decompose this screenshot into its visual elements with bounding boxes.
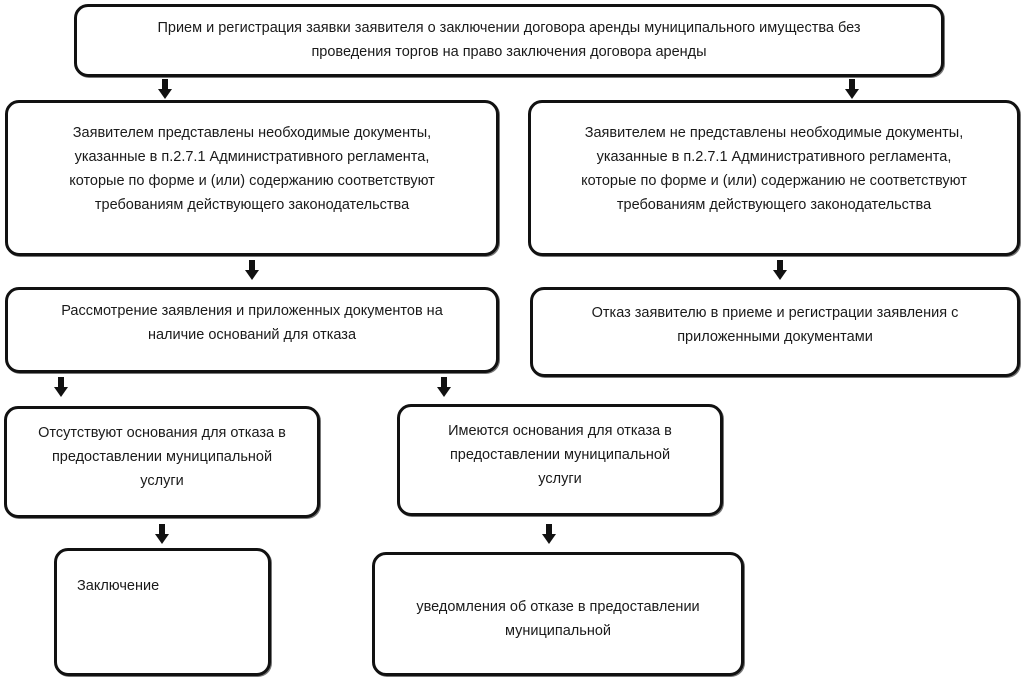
arrow-top-to-left bbox=[158, 79, 172, 99]
left-condition-text: Заявителем представлены необходимые доку… bbox=[69, 125, 435, 213]
grounds-box: Имеются основания для отказа в предостав… bbox=[397, 404, 723, 516]
no-grounds-box: Отсутствуют основания для отказа в предо… bbox=[4, 406, 320, 518]
conclusion-text: Заключение bbox=[77, 578, 160, 594]
review-box: Рассмотрение заявления и приложенных док… bbox=[5, 287, 499, 373]
arrow-review-to-grounds bbox=[437, 377, 451, 397]
arrow-grounds-to-notice bbox=[542, 524, 556, 544]
refusal-text: Отказ заявителю в приеме и регистрации з… bbox=[591, 305, 959, 345]
notice-box: уведомления об отказе в предоставлении м… bbox=[372, 552, 744, 676]
arrow-no-grounds-to-conclusion bbox=[155, 524, 169, 544]
top-box-text: Прием и регистрация заявки заявителя о з… bbox=[157, 20, 861, 60]
arrow-review-to-no-grounds bbox=[54, 377, 68, 397]
refusal-box: Отказ заявителю в приеме и регистрации з… bbox=[530, 287, 1020, 377]
conclusion-box: Заключение bbox=[54, 548, 271, 676]
arrow-left-condition-to-review bbox=[245, 260, 259, 280]
review-text: Рассмотрение заявления и приложенных док… bbox=[61, 303, 443, 343]
notice-text: уведомления об отказе в предоставлении м… bbox=[416, 599, 700, 639]
arrow-right-condition-to-refusal bbox=[773, 260, 787, 280]
no-grounds-text: Отсутствуют основания для отказа в предо… bbox=[38, 425, 286, 489]
left-condition-box: Заявителем представлены необходимые доку… bbox=[5, 100, 499, 256]
arrow-top-to-right bbox=[845, 79, 859, 99]
grounds-text: Имеются основания для отказа в предостав… bbox=[448, 423, 672, 487]
right-condition-text: Заявителем не представлены необходимые д… bbox=[581, 125, 967, 213]
top-box: Прием и регистрация заявки заявителя о з… bbox=[74, 4, 944, 77]
right-condition-box: Заявителем не представлены необходимые д… bbox=[528, 100, 1020, 256]
